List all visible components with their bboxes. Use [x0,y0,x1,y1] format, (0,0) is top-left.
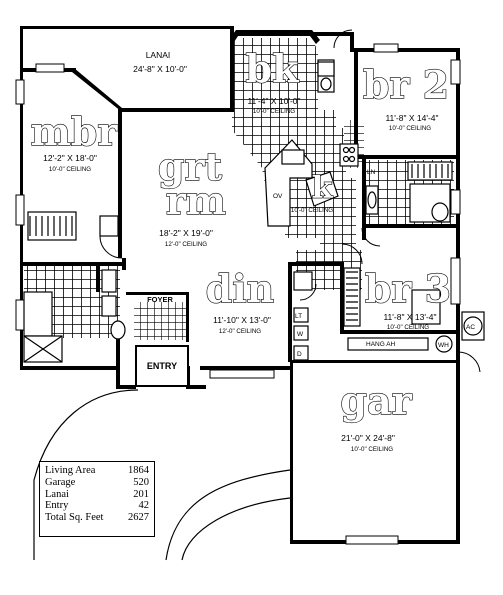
hang-ah-label: HANG AH [366,341,396,348]
grtrm-ceiling: 12'-0" CEILING [165,241,207,248]
area-label: Lanai [45,488,69,500]
lt-label: LT [295,313,302,320]
wh-label: WH [438,342,449,349]
area-row: Entry 42 [45,500,149,512]
ln-label: LN [367,169,376,176]
din-size: 11'-10" X 13'-0" [213,315,271,325]
din-room-name: din [206,266,275,311]
area-row: Living Area 1864 [45,465,149,477]
grtrm-room-name-1: grt [158,144,223,189]
mbr-ceiling: 10'-0" CEILING [49,166,91,173]
area-value: 520 [133,476,149,488]
area-label: Total Sq. Feet [45,512,104,524]
bk-room-name: bk [246,46,300,91]
grtrm-room-name-2: rm [166,178,226,223]
foyer-label: FOYER [147,295,173,304]
area-value: 201 [133,488,149,500]
area-row: Total Sq. Feet 2627 [45,512,149,524]
k-room-name: k [312,171,334,206]
doors [99,29,481,373]
bk-size: 11'-4" X 10'-0" [247,96,300,106]
area-row: Lanai 201 [45,489,149,501]
walkway [33,389,291,561]
area-value: 42 [138,500,150,512]
area-row: Garage 520 [45,477,149,489]
entry-box [135,345,189,387]
gar-size: 21'-0" X 24'-8" [341,433,395,443]
br2-size: 11'-8" X 14'-4" [385,113,438,123]
ac-label: AC [466,324,475,331]
lanai-size: 24'-8" X 10'-0" [133,64,187,74]
area-value: 2627 [128,512,149,524]
din-ceiling: 12'-0" CEILING [219,328,261,335]
ov-label: OV [273,193,283,200]
gar-ceiling: 10'-0" CEILING [351,446,393,453]
area-table: Living Area 1864 Garage 520 Lanai 201 En… [39,461,155,537]
mbr-room-name: mbr [31,109,119,154]
br2-room-name: br 2 [363,62,449,107]
area-value: 1864 [128,465,149,476]
d-label: D [297,351,302,358]
mbr-size: 12'-2" X 18'-0" [43,153,97,163]
entry-label: ENTRY [147,361,177,371]
lanai-name: LANAI [146,50,171,60]
fixtures [23,59,485,363]
windows [15,43,461,545]
area-label: Living Area [45,465,96,476]
area-label: Entry [45,500,69,512]
bk-ceiling: 10'-0" CEILING [253,108,295,115]
br3-room-name: br 3 [365,266,451,311]
k-ceiling: 10'-0" CEILING [291,207,333,214]
br3-size: 11'-8" X 13'-4" [383,312,436,322]
w-label: W [297,331,304,338]
area-label: Garage [45,476,76,488]
gar-room-name: gar [340,378,412,423]
br2-ceiling: 10'-0" CEILING [389,125,431,132]
br3-ceiling: 10'-0" CEILING [387,324,429,331]
grtrm-size: 18'-2" X 19'-0" [159,228,213,238]
